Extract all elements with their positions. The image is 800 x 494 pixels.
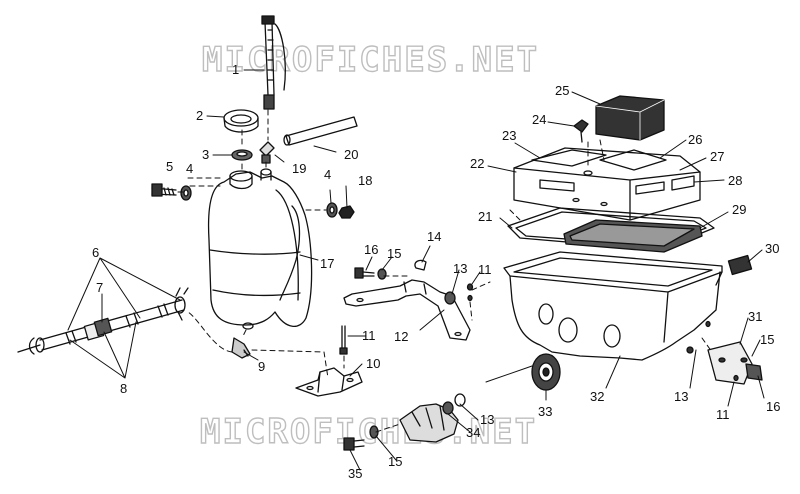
stud-part	[339, 325, 348, 355]
drain-fitting-part	[231, 337, 251, 359]
washer-small-part	[466, 283, 474, 302]
callout-31: 31	[748, 309, 763, 324]
callout-16-right: 16	[766, 399, 781, 414]
bolt-lower-part	[343, 437, 365, 451]
callout-7: 7	[96, 280, 104, 295]
callout-3: 3	[202, 147, 210, 162]
callout-33: 33	[538, 404, 553, 419]
grommet-part	[531, 353, 561, 391]
callout-20: 20	[344, 147, 359, 162]
callout-21: 21	[478, 209, 493, 224]
callout-10: 10	[366, 356, 381, 371]
filter-element-part	[563, 219, 703, 253]
callout-11-stud: 11	[362, 328, 376, 343]
washer-right-part	[326, 202, 338, 218]
foam-filter-part	[595, 95, 665, 141]
callout-24: 24	[532, 112, 547, 127]
callout-26: 26	[688, 132, 703, 147]
throttle-assembly-part	[399, 393, 466, 443]
callout-16-mount: 16	[364, 242, 379, 257]
watermark-top: MICROFICHES.NET	[201, 39, 540, 80]
callout-30: 30	[765, 241, 780, 256]
callout-13-lower: 13	[480, 412, 495, 427]
callout-34: 34	[466, 425, 481, 440]
vent-fitting-part	[259, 141, 275, 164]
callout-17: 17	[320, 256, 335, 271]
callout-11-mid: 11	[478, 262, 492, 277]
fuel-tank-part	[207, 168, 313, 330]
gasket-frame-part	[507, 207, 715, 251]
callout-4-left: 4	[186, 161, 194, 176]
callout-22: 22	[470, 156, 485, 171]
callout-25: 25	[555, 83, 570, 98]
washer-lower-part	[369, 425, 379, 439]
callout-13-right: 13	[674, 389, 689, 404]
assembly-lines	[187, 109, 713, 433]
vent-hose-part	[283, 116, 358, 146]
washer-part	[180, 185, 192, 201]
callout-23: 23	[502, 128, 517, 143]
mount-bracket-part	[343, 279, 471, 341]
callout-15-right: 15	[760, 332, 775, 347]
screw-part	[573, 119, 589, 143]
callout-1: 1	[232, 62, 240, 77]
callout-8: 8	[120, 381, 128, 396]
bolt-part	[151, 183, 177, 197]
callout-9: 9	[258, 359, 266, 374]
side-bracket-part	[686, 341, 763, 385]
callout-29: 29	[732, 202, 747, 217]
callout-32: 32	[590, 389, 605, 404]
airbox-base-part	[503, 251, 723, 361]
callout-27: 27	[710, 149, 725, 164]
callout-15-mount: 15	[387, 246, 402, 261]
callout-6: 6	[92, 245, 100, 260]
airbox-lid-part	[513, 147, 701, 221]
callout-18: 18	[358, 173, 373, 188]
watermark-bottom: MICROFICHES.NET	[199, 411, 538, 452]
callout-19: 19	[292, 161, 307, 176]
fuel-sender-part	[261, 15, 286, 110]
callout-2: 2	[196, 108, 204, 123]
bolt-mount-part	[354, 267, 375, 279]
leader-lines	[67, 69, 765, 471]
clip-part	[414, 259, 427, 271]
callout-5: 5	[166, 159, 174, 174]
callout-11-right: 11	[716, 407, 730, 422]
callout-28: 28	[728, 173, 743, 188]
callout-15-lower: 15	[388, 454, 403, 469]
callout-13-bracket: 13	[453, 261, 468, 276]
fuel-cap-part	[223, 109, 259, 133]
bracket-lower-part	[295, 367, 363, 397]
fuel-line-assembly	[17, 287, 189, 355]
callout-4-right: 4	[324, 167, 332, 182]
callout-14: 14	[427, 229, 442, 244]
callout-12: 12	[394, 329, 409, 344]
gasket-part	[231, 149, 253, 161]
nut-part	[338, 205, 355, 219]
callout-35: 35	[348, 466, 363, 481]
boot-part	[727, 254, 753, 276]
